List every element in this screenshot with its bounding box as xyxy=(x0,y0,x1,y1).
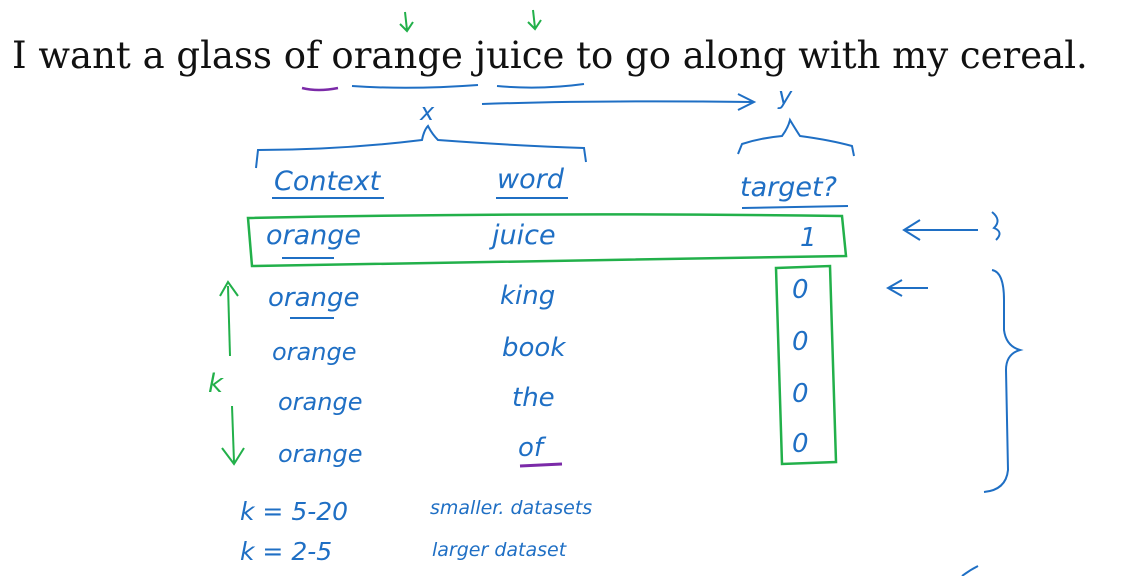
row-word: the xyxy=(512,383,555,413)
sentence: I want a glass of orange juice to go alo… xyxy=(12,34,1088,77)
table-row: orange juice 1 xyxy=(266,220,817,259)
table-row: orange of 0 xyxy=(278,429,809,468)
y-label: y xyxy=(777,82,793,110)
note-range: k = 2-5 xyxy=(240,537,332,566)
k-label: k xyxy=(208,369,224,399)
row-word: juice xyxy=(488,220,556,251)
row-context: orange xyxy=(268,283,360,313)
x-label: x xyxy=(419,98,435,126)
row-target: 0 xyxy=(792,327,809,357)
table-row: orange king 0 xyxy=(268,275,809,319)
note-row: k = 5-20 smaller. datasets xyxy=(240,497,592,526)
green-down-arrow-icon xyxy=(399,9,542,33)
note-range: k = 5-20 xyxy=(240,497,348,526)
note-desc: larger dataset xyxy=(432,539,568,561)
table-row: orange the 0 xyxy=(278,379,809,416)
row-target: 0 xyxy=(792,275,809,305)
row-word: book xyxy=(502,333,566,363)
left-arrow-icon xyxy=(902,211,1001,241)
header-target: target? xyxy=(740,172,837,203)
row-word: of xyxy=(518,433,547,463)
header-context: Context xyxy=(274,166,382,197)
row-target: 0 xyxy=(792,379,809,409)
k-double-arrow-icon xyxy=(219,280,245,466)
y-brace xyxy=(737,117,855,157)
negatives-brace xyxy=(983,269,1024,493)
row-context: orange xyxy=(266,220,361,251)
header-word: word xyxy=(497,164,565,195)
row-word: king xyxy=(500,281,555,311)
row-context: orange xyxy=(278,388,362,416)
row-target: 1 xyxy=(800,223,817,253)
underline-juice xyxy=(496,83,585,89)
table-row: orange book 0 xyxy=(272,327,809,366)
note-row: k = 2-5 larger dataset xyxy=(240,537,568,566)
left-arrow-icon xyxy=(885,279,928,297)
row-context: orange xyxy=(278,440,362,468)
row-context: orange xyxy=(272,338,356,366)
note-desc: smaller. datasets xyxy=(430,497,592,519)
row-target: 0 xyxy=(792,429,809,459)
negatives-box xyxy=(774,264,838,466)
x-to-y-arrow-icon xyxy=(481,93,757,111)
underline-of xyxy=(301,86,339,92)
x-brace xyxy=(255,124,587,169)
positive-row-box xyxy=(246,213,848,268)
underline-orange xyxy=(351,84,479,89)
